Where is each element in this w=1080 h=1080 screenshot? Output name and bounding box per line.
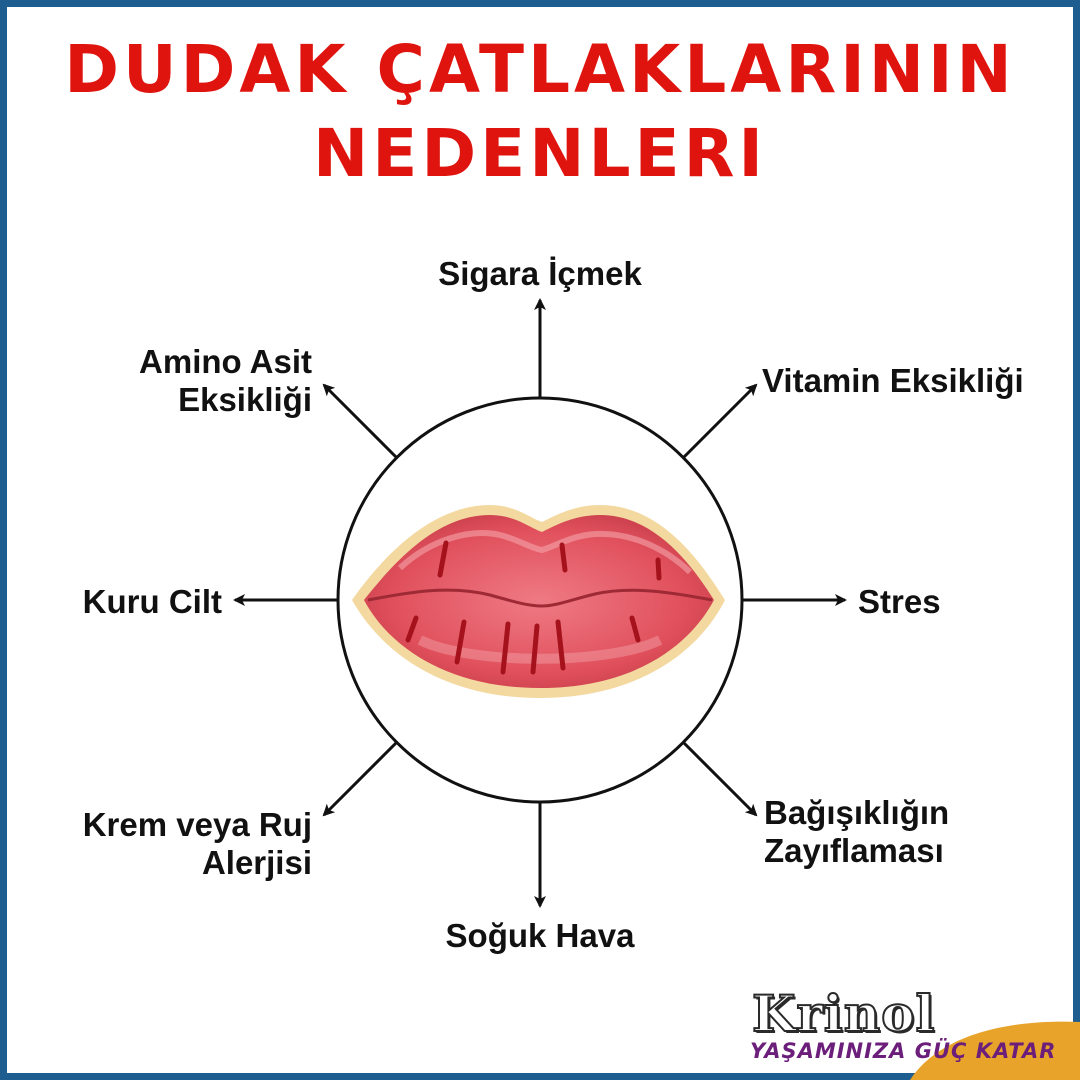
title-line-1: DUDAK ÇATLAKLARININ — [64, 31, 1016, 108]
arrow-bottom-right — [681, 740, 758, 817]
arrow-top-right — [681, 383, 758, 460]
cause-bottom: Soğuk Hava — [445, 917, 635, 954]
title-line-2: NEDENLERI — [313, 115, 767, 192]
cause-top: Sigara İçmek — [438, 255, 642, 292]
page-title: DUDAK ÇATLAKLARININ NEDENLERI — [0, 28, 1080, 196]
cause-right: Stres — [858, 583, 941, 620]
arrows — [233, 298, 847, 908]
arrow-bottom-left — [322, 740, 399, 817]
brand-tagline: YAŞAMINIZA GÜÇ KATAR — [750, 1039, 1057, 1063]
brand-swoosh — [910, 1021, 1080, 1080]
brand-logo: Krinol YAŞAMINIZA GÜÇ KATAR — [740, 983, 1080, 1080]
arrow-top-left — [322, 383, 399, 460]
brand-name: Krinol — [751, 983, 936, 1044]
cause-left: Kuru Cilt — [82, 583, 222, 620]
cause-top-left: Amino Asit Eksikliği — [139, 343, 312, 418]
cracked-lips-illustration — [352, 505, 725, 698]
cause-top-right: Vitamin Eksikliği — [762, 362, 1024, 399]
cause-bottom-right: Bağışıklığın Zayıflaması — [764, 794, 950, 869]
cause-bottom-left: Krem veya Ruj Alerjisi — [82, 806, 312, 881]
